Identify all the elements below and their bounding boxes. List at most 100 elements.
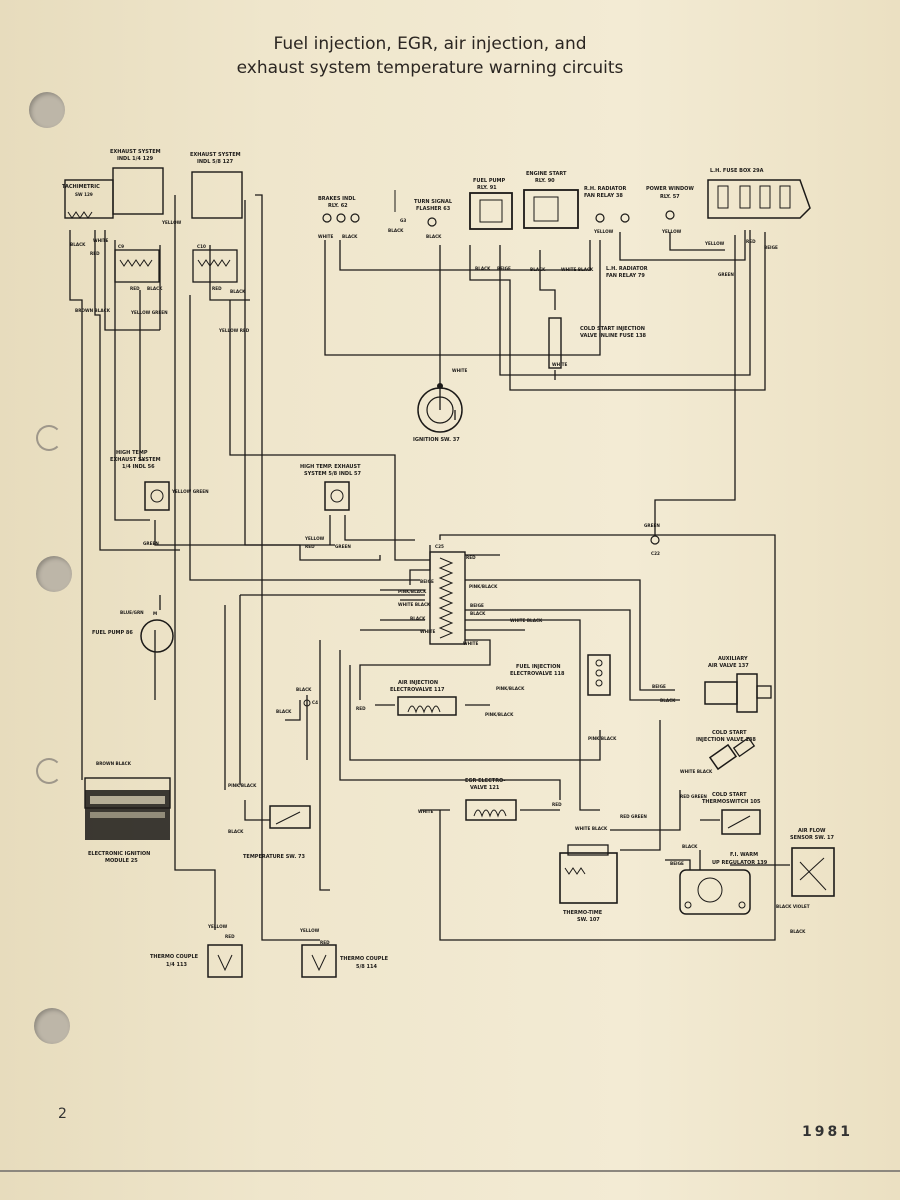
svg-text:GREEN: GREEN (335, 544, 351, 549)
svg-text:RED: RED (305, 544, 315, 549)
svg-text:PINK/BLACK: PINK/BLACK (485, 712, 514, 717)
svg-text:5/8 114: 5/8 114 (356, 964, 377, 970)
svg-text:RLY. 62: RLY. 62 (328, 203, 348, 209)
svg-text:YELLOW GREEN: YELLOW GREEN (130, 310, 168, 315)
page-title-line1: Fuel injection, EGR, air injection, and (273, 34, 587, 54)
wire-color-labels: BLACK WHITE RED BROWN BLACK YELLOW GREEN… (70, 220, 810, 945)
fuel-injection-electrovalve: FUEL INJECTION ELECTROVALVE 118 (510, 654, 611, 696)
svg-text:FUEL PUMP: FUEL PUMP (473, 178, 506, 184)
svg-text:YELLOW: YELLOW (299, 928, 320, 933)
svg-text:TACHIMETRIC: TACHIMETRIC (62, 184, 100, 190)
svg-text:BLACK: BLACK (470, 611, 486, 616)
svg-text:BLACK: BLACK (70, 242, 86, 247)
svg-text:WHITE BLACK: WHITE BLACK (398, 602, 431, 607)
svg-text:COLD START INJECTION: COLD START INJECTION (580, 326, 645, 332)
svg-text:ELECTROVALVE 118: ELECTROVALVE 118 (510, 671, 565, 677)
svg-text:SYSTEM 5/8 INDL 57: SYSTEM 5/8 INDL 57 (304, 471, 361, 477)
air-flow-sensor: AIR FLOW SENSOR SW. 17 (790, 828, 835, 897)
electronic-ignition-module: ELECTRONIC IGNITION MODULE 25 (84, 777, 171, 864)
svg-text:PINK/BLACK: PINK/BLACK (228, 783, 257, 788)
svg-text:RED: RED (212, 286, 222, 291)
svg-text:RED: RED (225, 934, 235, 939)
year-label: 1981 (802, 1124, 853, 1140)
binder-hole (34, 1008, 70, 1044)
svg-text:RED: RED (320, 940, 330, 945)
svg-text:BEIGE: BEIGE (497, 266, 511, 271)
svg-text:THERMOSWITCH 105: THERMOSWITCH 105 (702, 799, 761, 805)
svg-text:TURN SIGNAL: TURN SIGNAL (414, 199, 453, 205)
svg-text:PINK/BLACK: PINK/BLACK (588, 736, 617, 741)
svg-text:TEMPERATURE SW. 73: TEMPERATURE SW. 73 (243, 854, 306, 860)
high-temp-indicator-1: HIGH TEMP EXHAUST SYSTEM 1/4 INDL 56 (110, 450, 170, 511)
svg-text:IGNITION SW. 37: IGNITION SW. 37 (413, 437, 460, 443)
svg-text:POWER WINDOW: POWER WINDOW (646, 186, 694, 192)
fuel-pump: FUEL PUMP 86 M (92, 611, 174, 653)
binder-hole (36, 556, 72, 592)
svg-text:EXHAUST SYSTEM: EXHAUST SYSTEM (110, 149, 161, 155)
svg-text:VALVE INLINE FUSE 138: VALVE INLINE FUSE 138 (580, 333, 647, 339)
temperature-switch: TEMPERATURE SW. 73 (243, 805, 311, 860)
cold-start-injection-valve: COLD START INJECTION VALVE 138 (696, 730, 756, 771)
svg-text:GREEN: GREEN (143, 541, 159, 546)
svg-text:BLACK: BLACK (230, 289, 246, 294)
svg-text:YELLOW: YELLOW (304, 536, 325, 541)
rh-radiator-fan-relay: R.H. RADIATOR FAN RELAY 38 (584, 186, 630, 223)
svg-text:WHITE: WHITE (452, 368, 468, 373)
svg-text:BROWN BLACK: BROWN BLACK (96, 761, 132, 766)
binder-notch (36, 758, 62, 784)
svg-text:RED: RED (90, 251, 100, 256)
svg-text:EXHAUST SYSTEM: EXHAUST SYSTEM (110, 457, 161, 463)
svg-text:THERMO-TIME: THERMO-TIME (563, 910, 603, 916)
svg-text:BLACK: BLACK (682, 844, 698, 849)
svg-text:BEIGE: BEIGE (764, 245, 778, 250)
binder-notch (36, 425, 62, 451)
connector-c9: C9 (114, 244, 160, 283)
svg-text:MODULE 25: MODULE 25 (105, 858, 138, 864)
svg-text:YELLOW: YELLOW (593, 229, 614, 234)
svg-text:WHITE BLACK: WHITE BLACK (510, 618, 543, 623)
ignition-switch: IGNITION SW. 37 (413, 383, 463, 443)
air-injection-electrovalve: AIR INJECTION ELECTROVALVE 117 (390, 680, 457, 716)
svg-text:AIR FLOW: AIR FLOW (798, 828, 826, 834)
svg-text:SW 129: SW 129 (75, 192, 93, 197)
auxiliary-air-valve: AUXILIARY AIR VALVE 137 (704, 656, 772, 713)
high-temp-indicator-2: HIGH TEMP. EXHAUST SYSTEM 5/8 INDL 57 (300, 464, 361, 511)
egr-electrovalve: EGR ELECTRO- VALVE 121 (465, 778, 517, 821)
svg-text:WHITE: WHITE (552, 362, 568, 367)
svg-text:BLACK: BLACK (530, 267, 546, 272)
svg-text:BLACK VIOLET: BLACK VIOLET (776, 904, 810, 909)
svg-text:ENGINE START: ENGINE START (526, 171, 567, 177)
svg-text:YELLOW: YELLOW (207, 924, 228, 929)
svg-text:WHITE: WHITE (420, 629, 436, 634)
svg-text:C25: C25 (435, 544, 444, 549)
cold-start-inline-fuse: COLD START INJECTION VALVE INLINE FUSE 1… (548, 317, 647, 369)
binder-hole (29, 92, 65, 128)
svg-text:BROWN BLACK: BROWN BLACK (75, 308, 111, 313)
svg-text:WHITE: WHITE (318, 234, 334, 239)
svg-text:COLD START: COLD START (712, 730, 747, 736)
svg-text:BEIGE: BEIGE (420, 579, 434, 584)
svg-text:SW. 107: SW. 107 (577, 917, 600, 923)
svg-text:EXHAUST SYSTEM: EXHAUST SYSTEM (190, 152, 241, 158)
svg-text:RED GREEN: RED GREEN (680, 794, 707, 799)
thermo-time-switch: THERMO-TIME SW. 107 (559, 844, 618, 923)
svg-text:WHITE BLACK: WHITE BLACK (561, 267, 594, 272)
svg-text:WHITE: WHITE (418, 809, 434, 814)
svg-text:AIR INJECTION: AIR INJECTION (398, 680, 438, 686)
turn-signal-flasher: TURN SIGNAL FLASHER 63 G3 (394, 190, 453, 227)
svg-text:GREEN: GREEN (718, 272, 734, 277)
svg-text:PINK/BLACK: PINK/BLACK (469, 584, 498, 589)
thermo-couple-2: THERMO COUPLE 5/8 114 (301, 944, 389, 978)
svg-text:WHITE: WHITE (93, 238, 109, 243)
svg-text:BLACK: BLACK (790, 929, 806, 934)
svg-text:BLACK: BLACK (296, 687, 312, 692)
svg-text:BLACK: BLACK (228, 829, 244, 834)
svg-text:ELECTROVALVE 117: ELECTROVALVE 117 (390, 687, 445, 693)
svg-text:RLY. 57: RLY. 57 (660, 194, 680, 200)
svg-text:RED: RED (466, 555, 476, 560)
svg-text:HIGH TEMP: HIGH TEMP (116, 450, 148, 456)
svg-text:WHITE: WHITE (463, 641, 479, 646)
svg-text:C22: C22 (651, 551, 660, 556)
svg-text:BLACK: BLACK (475, 266, 491, 271)
